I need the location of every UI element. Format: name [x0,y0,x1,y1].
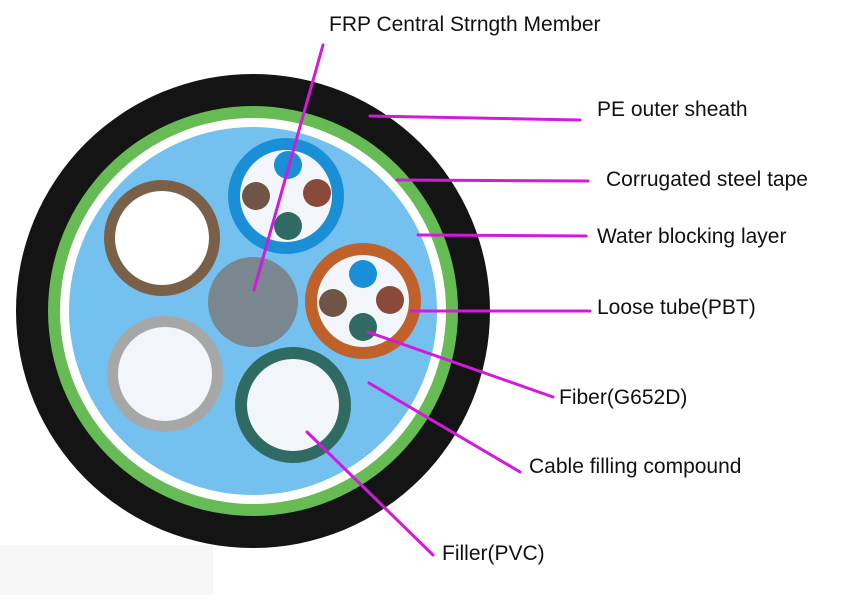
filler-rod [107,316,223,432]
frp-central-strength-member [208,257,298,347]
label-filler: Filler(PVC) [442,542,545,565]
leader-line-water-blocking [416,233,588,238]
loose-tube [305,243,421,359]
leader-line-frp [252,43,325,292]
leader-line-filling [367,381,522,474]
label-cable-filling-compound: Cable filling compound [529,455,742,478]
fiber [319,289,347,317]
cable-cross-section [16,74,490,548]
label-water-blocking-layer: Water blocking layer [597,225,787,248]
filler-rod [235,347,351,463]
label-corrugated-steel-tape: Corrugated steel tape [606,168,808,191]
label-fiber: Fiber(G652D) [559,386,688,409]
fiber [303,179,331,207]
label-loose-tube: Loose tube(PBT) [597,296,756,319]
label-frp-central-strength-member: FRP Central Strngth Member [329,13,601,36]
label-pe-outer-sheath: PE outer sheath [597,98,748,121]
leader-line-pe-sheath [368,114,582,122]
leader-line-fiber [366,330,555,399]
fiber [349,313,377,341]
leader-line-steel-tape [395,178,590,183]
leader-line-filler [305,430,435,557]
fiber [349,260,377,288]
filler-rod [104,180,220,296]
fiber [376,286,404,314]
fiber [242,182,270,210]
background-shade [0,545,213,595]
loose-tube [228,138,344,254]
fiber [274,212,302,240]
leader-lines [252,43,592,557]
